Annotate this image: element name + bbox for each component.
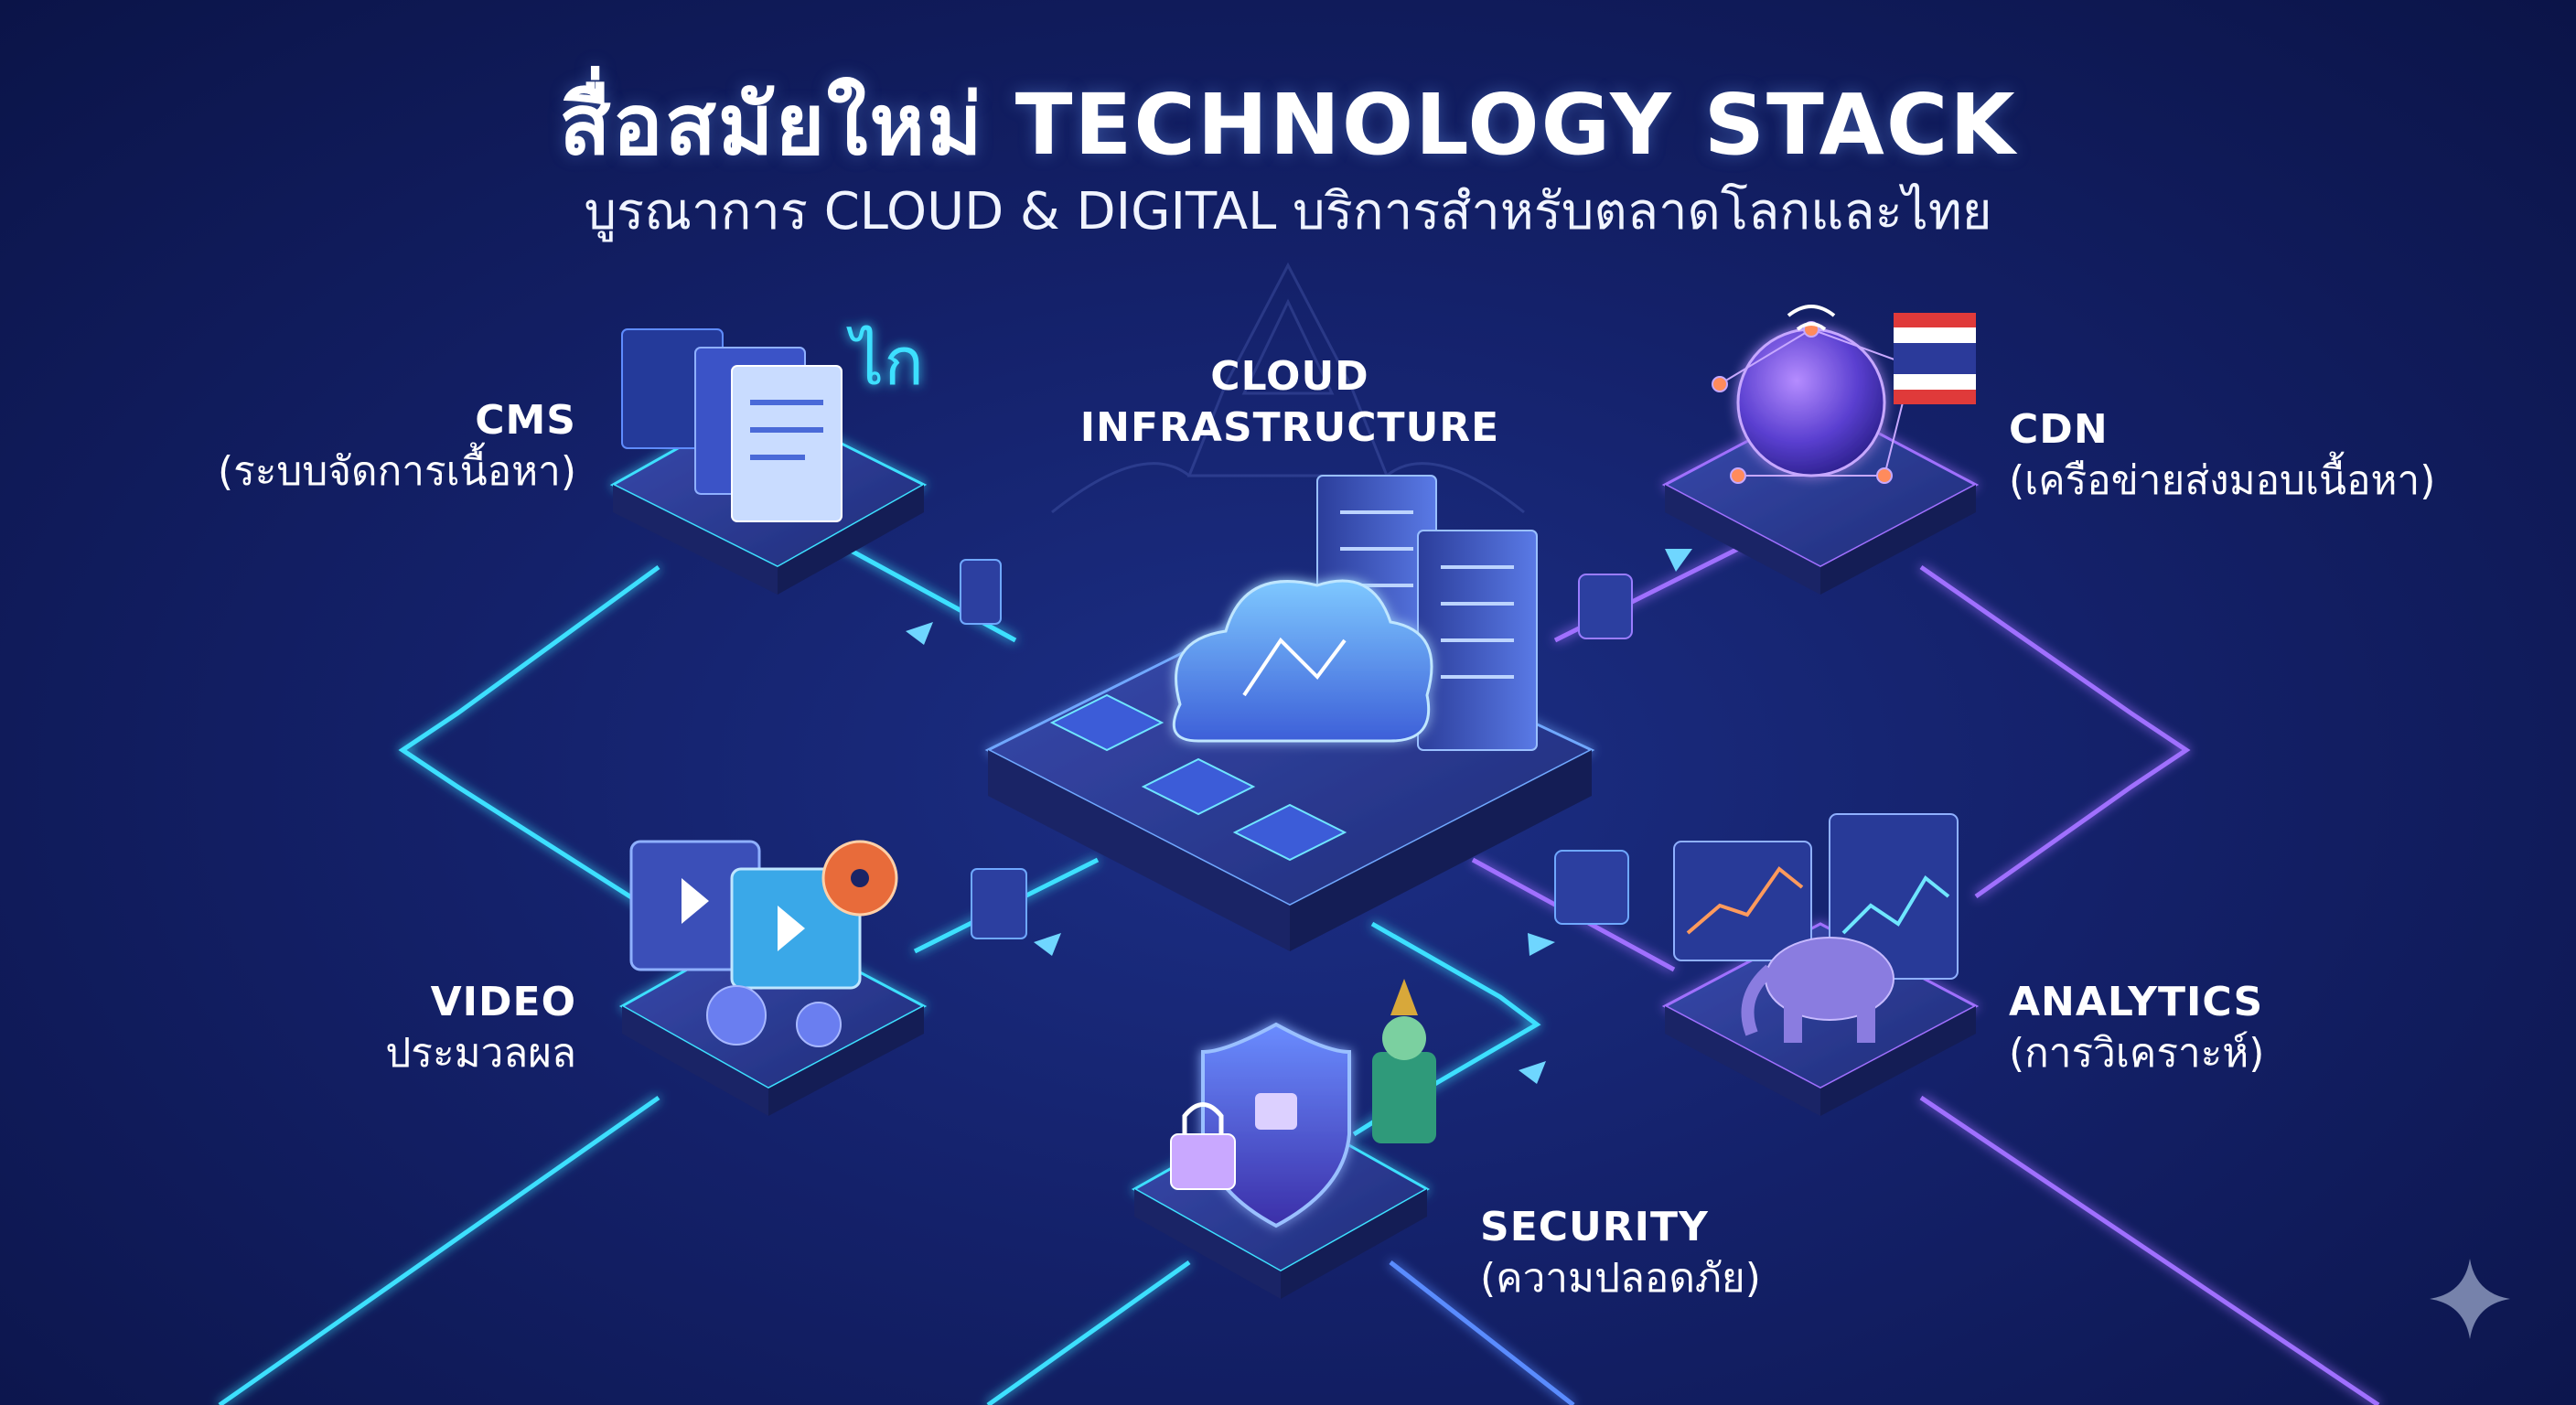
video-title: VIDEO [238,977,576,1028]
security-label: SECURITY (ความปลอดภัย) [1480,1202,1956,1304]
cdn-label: CDN (เครือข่ายส่งมอบเนื้อหา) [2009,404,2521,507]
file-chip-icon [971,869,1026,938]
line-video-down [220,1098,659,1405]
arrow-icon [1519,1061,1546,1084]
analytics-label: ANALYTICS (การวิเคราะห์) [2009,977,2485,1079]
analytics-subtitle: (การวิเคราะห์) [2009,1028,2485,1079]
thai-char-icon: ไก [846,323,924,400]
chart-chip-icon [1555,851,1628,924]
video-subtitle: ประมวลผล [238,1028,576,1079]
cms-title: CMS [146,395,576,446]
cdn-title: CDN [2009,404,2521,456]
security-node [1134,979,1436,1299]
line-analytics-down [1921,1098,2378,1405]
globe-icon [1738,329,1884,476]
cloud-title-line1: CLOUD [1034,351,1546,402]
node-chip-icon [1579,574,1632,638]
analytics-node [1665,814,1976,1116]
line-cdn-right [1921,567,2186,896]
video-node [622,842,924,1116]
arrow-icon [1034,933,1061,956]
sparkle-icon [2426,1255,2514,1343]
analytics-title: ANALYTICS [2009,977,2485,1028]
security-subtitle: (ความปลอดภัย) [1480,1253,1956,1304]
arrow-icon [1528,933,1555,956]
video-label: VIDEO ประมวลผล [238,977,576,1079]
page-subtitle: บูรณาการ CLOUD & DIGITAL บริการสำหรับตลา… [0,170,2576,252]
arrow-icon [906,622,933,645]
cloud-title-line2: INFRASTRUCTURE [1034,402,1546,454]
cloud-label: CLOUD INFRASTRUCTURE [1034,351,1546,454]
guardian-figure-icon [1372,979,1436,1143]
cms-subtitle: (ระบบจัดการเนื้อหา) [146,446,576,498]
arrow-icon [1665,549,1692,572]
thai-flag-icon [1894,313,1976,404]
cdn-subtitle: (เครือข่ายส่งมอบเนื้อหา) [2009,456,2521,507]
line-cms-left [402,567,659,915]
cdn-node [1665,306,1976,595]
doc-chip-icon [961,560,1001,624]
security-title: SECURITY [1480,1202,1956,1253]
cms-node: ไก [613,323,924,595]
cloud-node [988,476,1592,951]
line-security-down [988,1262,1189,1405]
cms-label: CMS (ระบบจัดการเนื้อหา) [146,395,576,498]
